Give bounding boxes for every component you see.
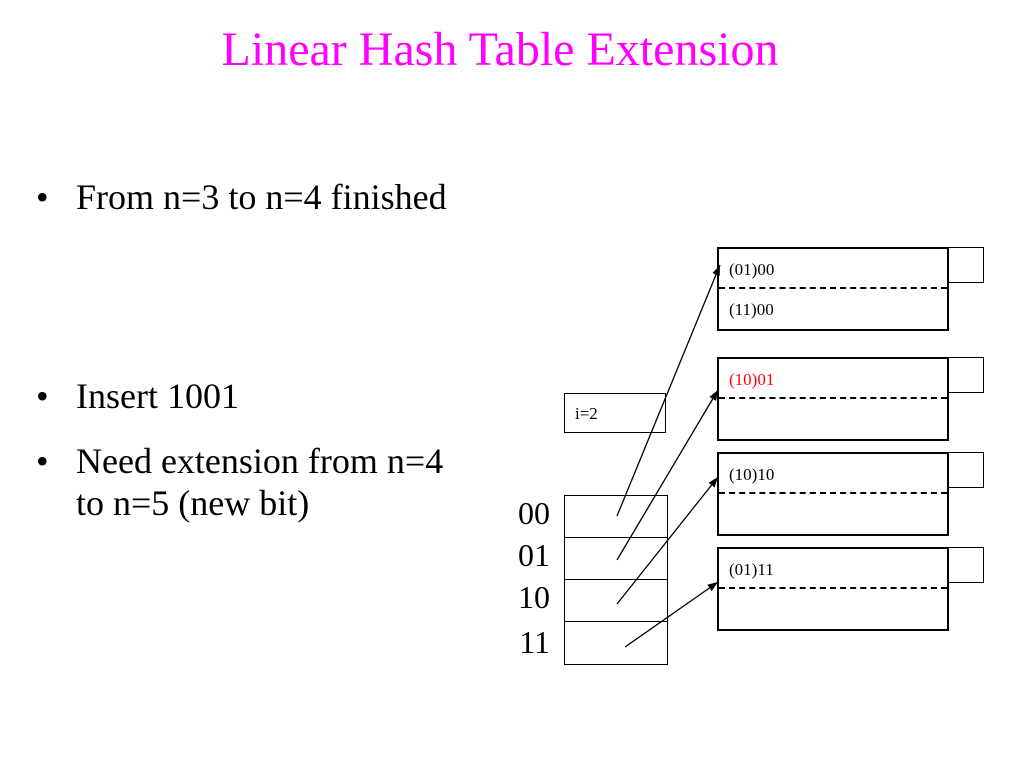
bullet-text-1: From n=3 to n=4 finished — [76, 177, 447, 217]
directory-slot-00 — [565, 496, 667, 538]
bucket-01: (10)01 — [717, 357, 949, 441]
directory-slot-10 — [565, 580, 667, 622]
slide-title: Linear Hash Table Extension — [221, 23, 779, 76]
bullet-marker: • — [36, 376, 49, 416]
bullet-item-3: • Need extension from n=4 to n=5 (new bi… — [36, 440, 444, 524]
bullet-text-3-line-1: Need extension from n=4 — [76, 441, 444, 481]
bullet-marker: • — [36, 441, 49, 481]
overflow-pointer-box — [948, 247, 984, 283]
hash-directory — [564, 495, 668, 665]
bucket-11: (01)11 — [717, 547, 949, 631]
bucket-record: (01)00 — [719, 249, 947, 289]
bullet-marker: • — [36, 177, 49, 217]
directory-slot-01 — [565, 538, 667, 580]
global-depth-box: i=2 — [564, 393, 666, 433]
bullet-item-2: • Insert 1001 — [36, 375, 239, 417]
arrow-01 — [616, 389, 719, 561]
directory-label-11: 11 — [519, 624, 550, 660]
arrow-11 — [624, 581, 719, 648]
bullet-text-2: Insert 1001 — [76, 376, 239, 416]
directory-label-10: 10 — [518, 579, 550, 615]
bucket-10: (10)10 — [717, 452, 949, 536]
directory-label-00: 00 — [518, 495, 550, 531]
arrow-10 — [616, 476, 719, 605]
bucket-00: (01)00 (11)00 — [717, 247, 949, 331]
overflow-pointer-box — [948, 547, 984, 583]
bucket-record: (10)10 — [719, 454, 947, 494]
directory-label-01: 01 — [518, 537, 550, 573]
bullet-item-1: • From n=3 to n=4 finished — [36, 176, 447, 218]
bucket-record-new: (10)01 — [719, 359, 947, 399]
bullet-text-3-line-2: to n=5 (new bit) — [76, 483, 310, 523]
overflow-pointer-box — [948, 452, 984, 488]
overflow-pointer-box — [948, 357, 984, 393]
bucket-record: (01)11 — [719, 549, 947, 589]
arrow-00 — [616, 264, 721, 517]
bucket-record: (11)00 — [729, 300, 774, 319]
